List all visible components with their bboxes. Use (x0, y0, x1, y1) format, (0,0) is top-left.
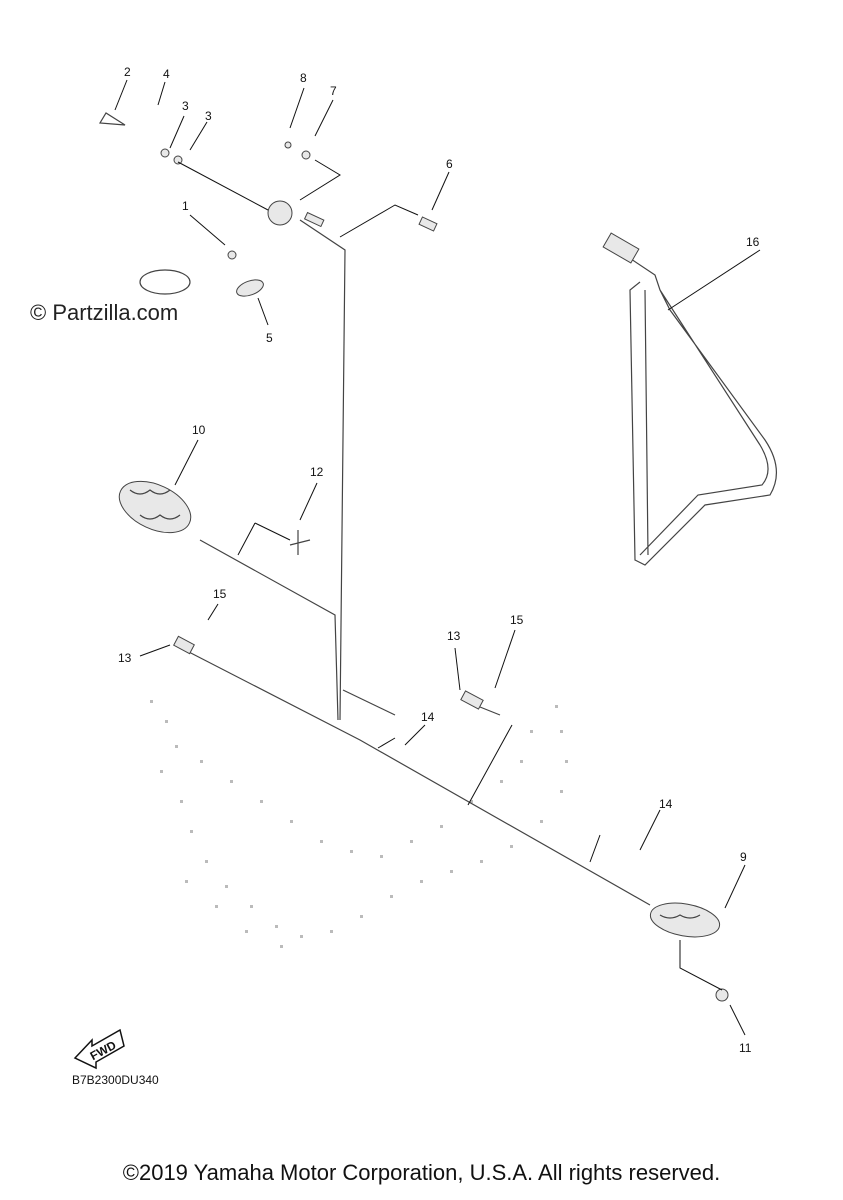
callout-5: 5 (266, 331, 273, 345)
plug-left (173, 635, 195, 655)
copyright: ©2019 Yamaha Motor Corporation, U.S.A. A… (122, 1160, 721, 1185)
small-parts (139, 141, 438, 297)
wire-to-connector (342, 689, 396, 716)
plug-right (460, 690, 484, 710)
callout-3: 3 (182, 99, 189, 113)
lower-harness (184, 649, 651, 906)
watermark: © Partzilla.com (30, 300, 179, 325)
fwd-arrow-icon: FWD (73, 1028, 125, 1070)
turn-signal-front-left (118, 480, 192, 534)
callout-3: 3 (205, 109, 212, 123)
stand-grip (602, 232, 640, 264)
callout-1: 1 (182, 199, 189, 213)
turn-signal-rear-right (649, 902, 721, 938)
diagram-code: B7B2300DU340 (72, 1073, 159, 1087)
callout-15: 15 (510, 613, 524, 627)
main-wire (299, 219, 346, 721)
callout-13: 13 (447, 629, 461, 643)
callout-4: 4 (163, 67, 170, 81)
callout-14: 14 (659, 797, 673, 811)
callout-7: 7 (330, 84, 337, 98)
leader-lines (114, 79, 761, 1036)
callout-12: 12 (310, 465, 324, 479)
part-11 (715, 988, 729, 1002)
callout-10: 10 (192, 423, 206, 437)
callout-16: 16 (746, 235, 760, 249)
callout-numbers: 2 4 3 3 8 7 6 1 5 16 10 12 15 13 13 15 1… (118, 65, 760, 1055)
stand (609, 244, 777, 566)
callout-6: 6 (446, 157, 453, 171)
ghost-frame (150, 700, 568, 948)
callout-2: 2 (124, 65, 131, 79)
part-12 (289, 530, 311, 555)
callout-14: 14 (421, 710, 435, 724)
callout-13: 13 (118, 651, 132, 665)
front-left-signal-wire (199, 539, 339, 721)
callout-8: 8 (300, 71, 307, 85)
callout-9: 9 (740, 850, 747, 864)
callout-11: 11 (739, 1041, 752, 1055)
switch-assembly (98, 112, 325, 228)
callout-15: 15 (213, 587, 227, 601)
